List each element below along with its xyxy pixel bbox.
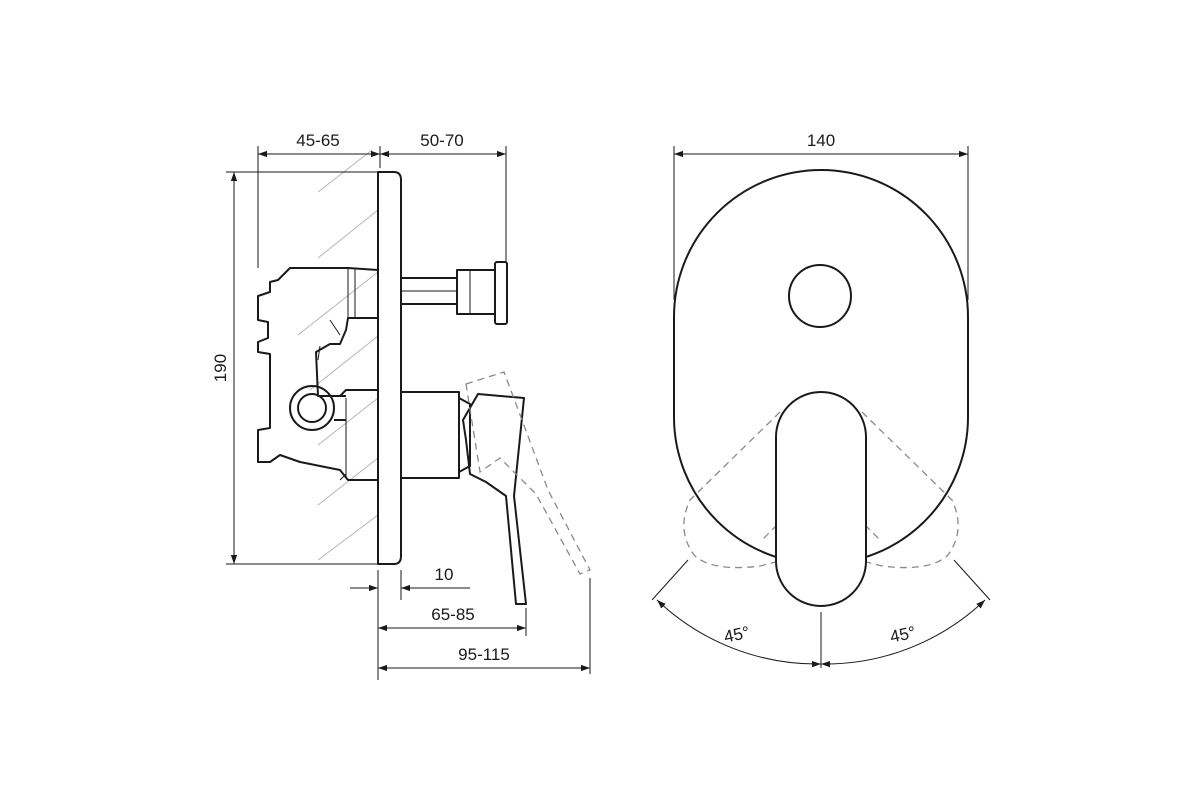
cover-plate — [377, 171, 402, 565]
side-view — [257, 149, 591, 605]
dim-plate-width: 140 — [807, 131, 835, 150]
cartridge-sleeve — [400, 391, 471, 479]
diverter-knob — [788, 264, 852, 328]
dim-rotation-left: 45° — [722, 623, 751, 647]
diverter-stem — [400, 261, 508, 325]
front-view — [673, 169, 969, 607]
concealed-body — [257, 267, 379, 481]
connection-port-inner — [297, 393, 327, 423]
dim-recess-depth: 45-65 — [296, 131, 339, 150]
front-lever — [775, 391, 867, 607]
dim-extension: 50-70 — [420, 131, 463, 150]
wall-hatch — [297, 149, 379, 561]
front-dimensions — [651, 146, 991, 668]
dim-rotation-right: 45° — [888, 623, 917, 647]
lever-rotated — [465, 371, 591, 575]
dim-plate-thickness: 10 — [435, 565, 454, 584]
lever-rotation-range — [683, 411, 959, 569]
connection-port-outer — [289, 385, 335, 431]
dim-lever-reach: 65-85 — [431, 605, 474, 624]
side-dimensions — [226, 146, 591, 680]
dim-total-depth: 95-115 — [458, 645, 510, 664]
dim-overall-height: 190 — [211, 354, 230, 382]
lever — [462, 393, 527, 605]
